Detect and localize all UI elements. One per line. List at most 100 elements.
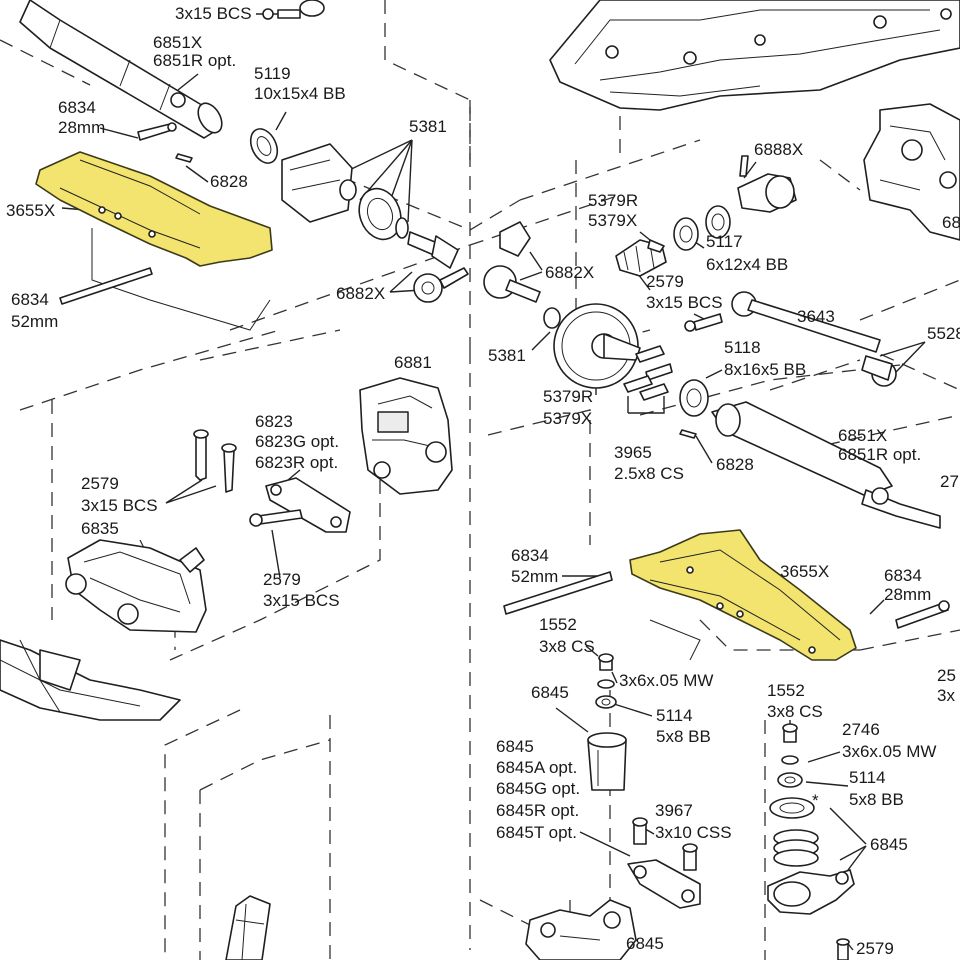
part-label: 2579 bbox=[263, 570, 301, 589]
pin-6834-28mm-right bbox=[895, 600, 950, 629]
part-label: 3x10 CSS bbox=[655, 823, 732, 842]
diff-case bbox=[281, 143, 357, 223]
screw-1552-right bbox=[782, 723, 798, 743]
part-label: 5x8 BB bbox=[849, 790, 904, 809]
gearbox-6881 bbox=[359, 377, 453, 495]
tower-bottom-left bbox=[225, 895, 271, 960]
steering-arm-left bbox=[627, 859, 701, 909]
part-label: 3x15 BCS bbox=[81, 496, 158, 515]
part-label: 3655X bbox=[780, 562, 829, 581]
bellcrank-6845-bottom bbox=[525, 899, 637, 960]
part-label: 6834 bbox=[58, 98, 96, 117]
diff-gasket bbox=[358, 187, 402, 241]
chassis-lower-left bbox=[0, 639, 181, 721]
part-label: 3x15 BCS bbox=[263, 591, 340, 610]
pin-6834-52mm-right bbox=[503, 571, 613, 615]
part-label: 3655X bbox=[6, 201, 55, 220]
part-label: 3x8 CS bbox=[539, 637, 595, 656]
part-label: 5379R bbox=[543, 387, 593, 406]
part-label: 6845 bbox=[531, 683, 569, 702]
part-label: 5528 bbox=[927, 324, 960, 343]
mount-6835 bbox=[65, 539, 207, 633]
pin-6834-52mm-left bbox=[59, 267, 153, 305]
part-label: 3x8 CS bbox=[767, 702, 823, 721]
bearing-5117-a bbox=[705, 205, 731, 239]
screw-3967-a bbox=[632, 817, 648, 845]
part-label: 8x16x5 BB bbox=[724, 360, 806, 379]
suspension-arm-3655x-left bbox=[35, 151, 273, 331]
part-label: 3x6x.05 MW bbox=[842, 742, 936, 761]
part-label: 6882X bbox=[545, 263, 594, 282]
part-label: 2579 bbox=[646, 272, 684, 291]
part-label: 10x15x4 BB bbox=[254, 84, 346, 103]
sleeve-6845 bbox=[587, 732, 627, 791]
part-label: 6823 bbox=[255, 412, 293, 431]
part-label: 3x15 BCS bbox=[646, 293, 723, 312]
part-label: 5379R bbox=[588, 191, 638, 210]
screw-2579-left-b bbox=[221, 443, 237, 493]
part-label: 3x bbox=[937, 686, 955, 705]
part-label: 52mm bbox=[11, 312, 58, 331]
screws-3965 bbox=[623, 345, 673, 401]
part-label: 6828 bbox=[210, 172, 248, 191]
servo-saver-arm-right bbox=[767, 869, 855, 915]
pin-6828-right bbox=[679, 429, 697, 439]
bearing-5114-left bbox=[595, 695, 617, 709]
gear-6882x-left bbox=[413, 267, 469, 303]
part-label: 27 bbox=[940, 472, 959, 491]
part-label: 6845T opt. bbox=[496, 823, 577, 842]
part-label: 1552 bbox=[767, 681, 805, 700]
screw-3967-b bbox=[682, 843, 698, 871]
part-label: 6851X bbox=[838, 426, 887, 445]
part-label: 6823G opt. bbox=[255, 432, 339, 451]
part-label: 6881 bbox=[394, 353, 432, 372]
diff-output-shaft bbox=[407, 231, 459, 269]
screw-3x15-bcs-top bbox=[262, 0, 325, 20]
part-label: 6851R opt. bbox=[838, 445, 921, 464]
part-label: 5119 bbox=[254, 64, 291, 83]
link-6823 bbox=[265, 477, 351, 533]
part-label: 6845R opt. bbox=[496, 801, 579, 820]
part-label: 6834 bbox=[511, 546, 549, 565]
part-label: 3967 bbox=[655, 801, 693, 820]
part-label: 5379X bbox=[588, 211, 637, 230]
part-label: 6845G opt. bbox=[496, 779, 580, 798]
part-label: 6851X bbox=[153, 33, 202, 52]
diff-o-ring bbox=[395, 217, 409, 239]
washer-left bbox=[597, 679, 615, 689]
part-label: 5118 bbox=[724, 338, 761, 357]
turnbuckle-3643 bbox=[731, 291, 897, 387]
o-ring-5381-right bbox=[543, 307, 561, 329]
driveshaft-6851x-upper bbox=[19, 0, 223, 139]
spur-gear-5379x bbox=[553, 303, 641, 389]
part-label: 68 bbox=[942, 213, 960, 232]
screw-2579-left-a bbox=[193, 429, 209, 481]
part-label: 3643 bbox=[797, 307, 835, 326]
steering-knuckle-right-top bbox=[863, 103, 960, 241]
chassis-plate-top bbox=[549, 0, 960, 111]
part-label: 5114 bbox=[656, 706, 693, 725]
screw-2579-link bbox=[249, 509, 303, 527]
part-label: 1552 bbox=[539, 615, 577, 634]
part-label: 5381 bbox=[409, 117, 447, 136]
part-label: 6845 bbox=[626, 934, 664, 953]
part-label: 6845 bbox=[870, 835, 908, 854]
part-label: 5379X bbox=[543, 409, 592, 428]
part-label: 6828 bbox=[716, 455, 754, 474]
bearing-5118 bbox=[679, 379, 709, 417]
part-label: 5114 bbox=[849, 768, 886, 787]
spring-6845 bbox=[773, 829, 819, 867]
part-label: * bbox=[812, 791, 819, 810]
part-label: 5x8 BB bbox=[656, 727, 711, 746]
part-label: 2746 bbox=[842, 720, 880, 739]
part-label: 52mm bbox=[511, 567, 558, 586]
part-label: 3x6x.05 MW bbox=[619, 671, 713, 690]
screw-2579-bottom bbox=[836, 938, 850, 960]
pin-6828-left bbox=[175, 153, 193, 163]
output-yoke-6888x bbox=[737, 155, 797, 213]
part-label: 2.5x8 CS bbox=[614, 464, 684, 483]
part-label: 6823R opt. bbox=[255, 453, 338, 472]
part-label: 28mm bbox=[58, 118, 105, 137]
